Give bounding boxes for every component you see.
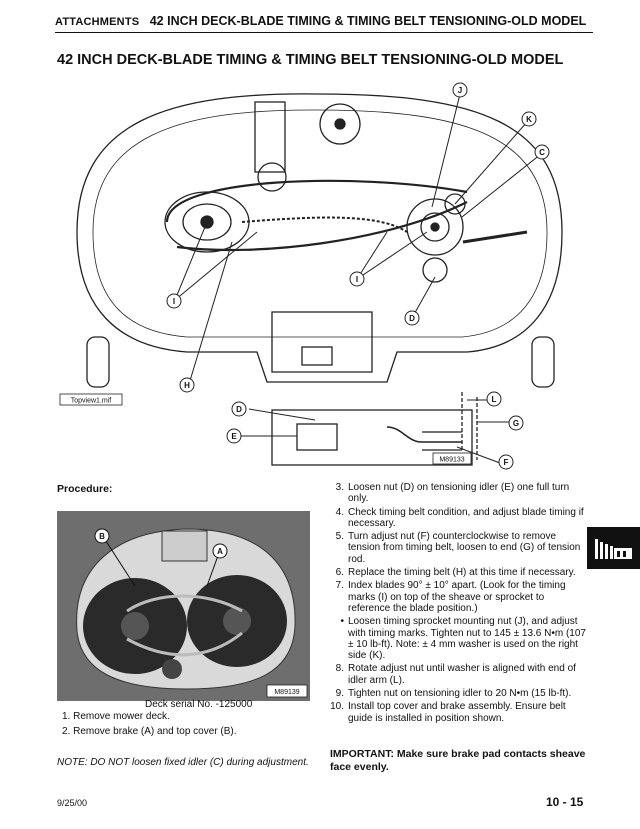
- step-8: 8.Rotate adjust nut until washer is alig…: [335, 663, 576, 686]
- callout-c: C: [539, 148, 545, 157]
- step-7: 7.Index blades 90° ± 10° apart. (Look fo…: [335, 580, 566, 614]
- mower-deck-icon: [595, 539, 632, 559]
- step-5: 5.Turn adjust nut (F) counterclockwise t…: [335, 531, 581, 565]
- step-10: 10.Install top cover and brake assembly.…: [330, 701, 566, 724]
- page-number: 10 - 15: [546, 795, 584, 809]
- callout-d-top: D: [409, 314, 415, 323]
- callout-h: H: [184, 381, 190, 390]
- deck-top-view-diagram: J K C I I D H D E L G F Topview1.mif M89…: [59, 82, 563, 470]
- step-1: 1. Remove mower deck.: [62, 711, 170, 722]
- step-9: 9.Tighten nut on tensioning idler to 20 …: [335, 688, 572, 700]
- topview-label: Topview1.mif: [71, 398, 112, 405]
- footer-date: 9/25/00: [57, 798, 88, 808]
- header-section: ATTACHMENTS: [55, 16, 140, 28]
- callout-a: A: [217, 547, 223, 556]
- page-title: 42 INCH DECK-BLADE TIMING & TIMING BELT …: [57, 52, 564, 68]
- photo-label: M89139: [274, 689, 299, 696]
- steps-left: 1. Remove mower deck. 2. Remove brake (A…: [62, 711, 312, 741]
- callout-i-right: I: [356, 275, 358, 284]
- inset-label: M89133: [439, 457, 464, 464]
- callout-i-left: I: [173, 297, 175, 306]
- callout-j: J: [458, 86, 462, 95]
- step-2: 2. Remove brake (A) and top cover (B).: [62, 726, 237, 737]
- step-3: 3.Loosen nut (D) on tensioning idler (E)…: [335, 482, 570, 505]
- step-6: 6.Replace the timing belt (H) at this ti…: [335, 567, 576, 579]
- callout-k: K: [526, 115, 532, 124]
- step-7-bullet: •Loosen timing sprocket mounting nut (J)…: [340, 616, 586, 662]
- callout-e: E: [231, 432, 237, 441]
- callout-d-inset: D: [236, 405, 242, 414]
- callout-g: G: [513, 419, 519, 428]
- running-header: ATTACHMENTS 42 INCH DECK-BLADE TIMING & …: [55, 12, 593, 33]
- deck-photo: B A M89139: [57, 511, 310, 701]
- note-text: NOTE: DO NOT loosen fixed idler (C) duri…: [57, 757, 309, 768]
- header-title: 42 INCH DECK-BLADE TIMING & TIMING BELT …: [149, 14, 587, 28]
- steps-right: 3.Loosen nut (D) on tensioning idler (E)…: [330, 482, 588, 726]
- procedure-heading: Procedure:: [57, 483, 113, 495]
- callout-f: F: [504, 458, 509, 467]
- callout-l: L: [492, 395, 497, 404]
- photo-caption: Deck serial No. -125000: [145, 699, 253, 710]
- step-4: 4.Check timing belt condition, and adjus…: [335, 506, 584, 529]
- section-tab: [587, 527, 640, 569]
- important-notice: IMPORTANT: Make sure brake pad contacts …: [330, 748, 586, 773]
- callout-b: B: [99, 532, 105, 541]
